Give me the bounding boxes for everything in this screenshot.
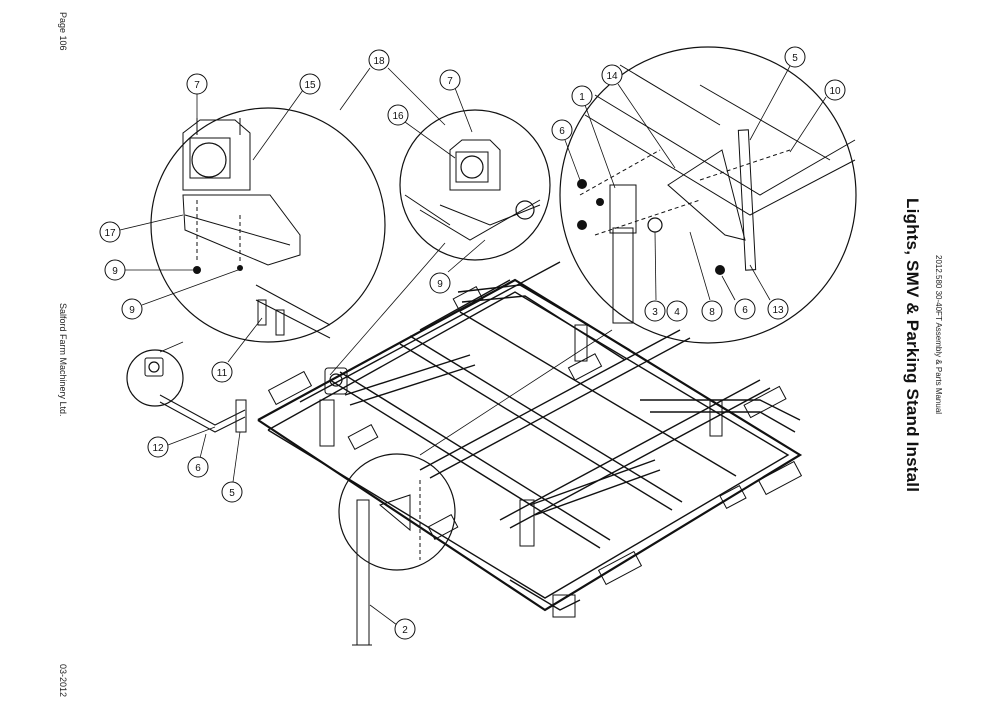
balloon-12: 12 (147, 426, 216, 458)
balloon-14: 14 (601, 64, 676, 169)
detail-small-light (126, 349, 247, 433)
callout-balloons: 7 15 18 7 16 17 9 9 9 11 12 6 5 14 1 5 1… (99, 46, 846, 640)
balloon-6a: 6 (187, 433, 209, 478)
svg-text:6: 6 (742, 305, 748, 316)
svg-text:16: 16 (392, 111, 404, 122)
balloon-6b: 6 (551, 119, 581, 181)
balloon-5a: 5 (221, 431, 243, 503)
balloon-9a: 9 (104, 259, 193, 281)
svg-text:4: 4 (674, 307, 680, 318)
svg-text:1: 1 (579, 92, 585, 103)
detail-parking-stand (559, 46, 857, 344)
svg-text:14: 14 (606, 71, 618, 82)
balloon-8: 8 (689, 231, 723, 322)
svg-text:12: 12 (152, 443, 164, 454)
svg-text:11: 11 (217, 368, 228, 379)
balloon-4: 4 (666, 300, 688, 322)
balloon-3: 3 (644, 231, 666, 322)
detail-light-bracket (150, 107, 386, 343)
detail-leaders (159, 242, 613, 456)
balloon-6c: 6 (721, 275, 756, 320)
balloon-10: 10 (789, 79, 846, 153)
balloon-7b: 7 (439, 69, 473, 133)
balloon-13: 13 (749, 264, 789, 320)
balloon-2: 2 (369, 604, 416, 640)
svg-text:5: 5 (792, 53, 798, 64)
balloon-15a: 15 (252, 73, 321, 161)
balloon-16: 16 (387, 104, 456, 159)
balloon-18: 18 (339, 49, 446, 126)
svg-text:17: 17 (104, 228, 116, 239)
svg-text:9: 9 (129, 305, 135, 316)
balloon-9c: 9 (429, 239, 486, 294)
svg-text:8: 8 (709, 307, 715, 318)
balloon-11: 11 (211, 317, 263, 383)
svg-text:6: 6 (559, 126, 565, 137)
detail-smv (399, 109, 551, 261)
svg-text:9: 9 (112, 266, 118, 277)
svg-text:9: 9 (437, 279, 443, 290)
parking-stand-assembled (338, 453, 456, 646)
svg-text:3: 3 (652, 307, 658, 318)
svg-text:13: 13 (772, 305, 784, 316)
svg-text:7: 7 (447, 76, 453, 87)
svg-text:10: 10 (829, 86, 841, 97)
implement-frame (257, 261, 803, 618)
balloon-17: 17 (99, 214, 184, 243)
svg-text:2: 2 (402, 625, 408, 636)
balloon-9b: 9 (121, 269, 239, 320)
balloon-1: 1 (571, 85, 616, 189)
balloon-7a: 7 (186, 73, 208, 118)
svg-text:15: 15 (304, 80, 316, 91)
balloon-5b: 5 (749, 46, 806, 141)
svg-text:6: 6 (195, 463, 201, 474)
svg-text:7: 7 (194, 80, 200, 91)
svg-text:18: 18 (373, 56, 385, 67)
svg-text:5: 5 (229, 488, 235, 499)
